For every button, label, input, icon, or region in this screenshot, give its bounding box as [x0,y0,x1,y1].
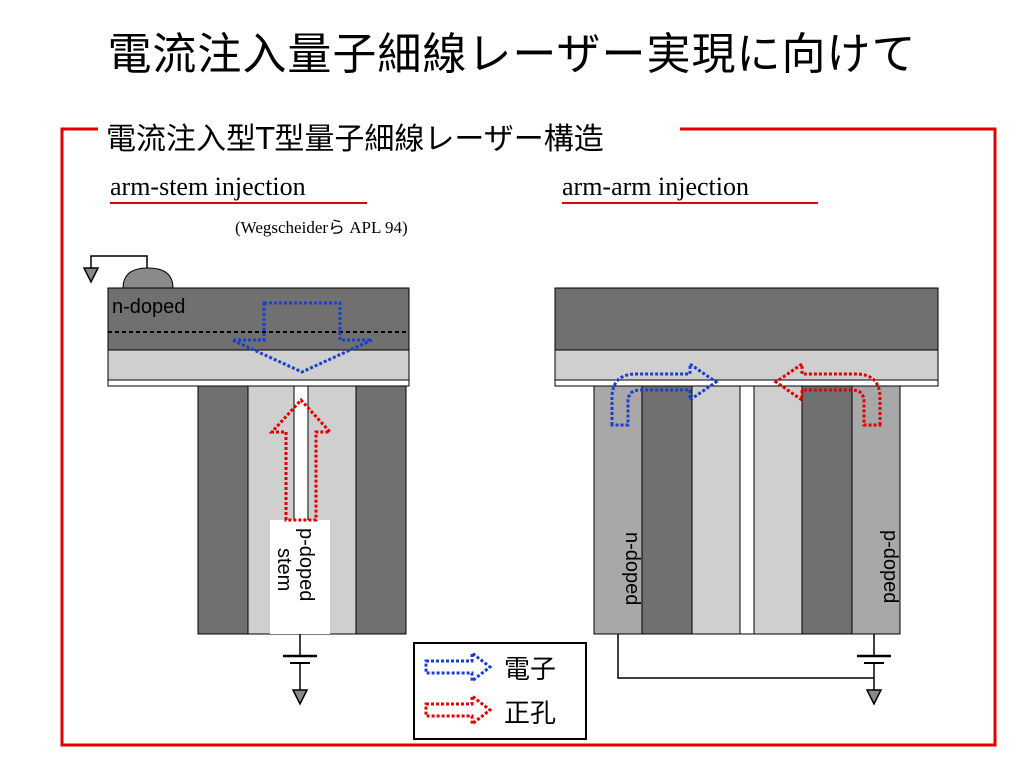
right-stem-dark-right [801,385,853,635]
legend-electron-arrow-icon [424,649,493,685]
right-stem-dark-left [641,385,693,635]
legend-hole-arrow-icon [424,692,493,728]
right-heading: arm-arm injection [562,172,749,201]
left-heading: arm-stem injection [110,172,306,201]
electron-arrow-right [610,361,719,427]
electron-arrow-down [231,301,373,374]
citation: (Wegscheiderら APL 94) [235,218,408,237]
right-stem-light-left [691,385,741,635]
legend-electron-label: 電子 [504,655,556,685]
stem-label-line1: p-doped [295,528,317,601]
right-stem-center [739,385,755,635]
right-circuit [617,634,891,706]
right-arm-dark [554,287,939,351]
left-arm-light [107,349,410,381]
legend-box [413,642,587,740]
right-arm-well [554,379,939,387]
ground-symbol-top [82,255,148,284]
left-stem-dark-right [355,385,407,635]
ground-symbol-left-bottom [283,634,317,706]
right-stem-p [851,385,901,635]
right-arm-light [554,349,939,381]
right-label-n: n-doped [621,532,643,605]
red-frame [60,127,997,747]
top-contact [122,267,174,289]
left-arm-well [107,379,410,387]
hole-arrow-left [773,361,882,427]
right-label-p: p-doped [879,530,901,603]
stem-label-box [270,520,330,634]
hole-arrow-up [268,397,334,522]
right-stem-light-right [753,385,803,635]
slide-title: 電流注入量子細線レーザー実現に向けて [107,29,917,80]
left-top-label: n-doped [112,296,185,318]
left-stem-dark-left [197,385,249,635]
frame-title: 電流注入型T型量子細線レーザー構造 [100,114,610,158]
legend-hole-label: 正孔 [504,699,556,729]
stem-label-line2: stem [273,548,295,591]
